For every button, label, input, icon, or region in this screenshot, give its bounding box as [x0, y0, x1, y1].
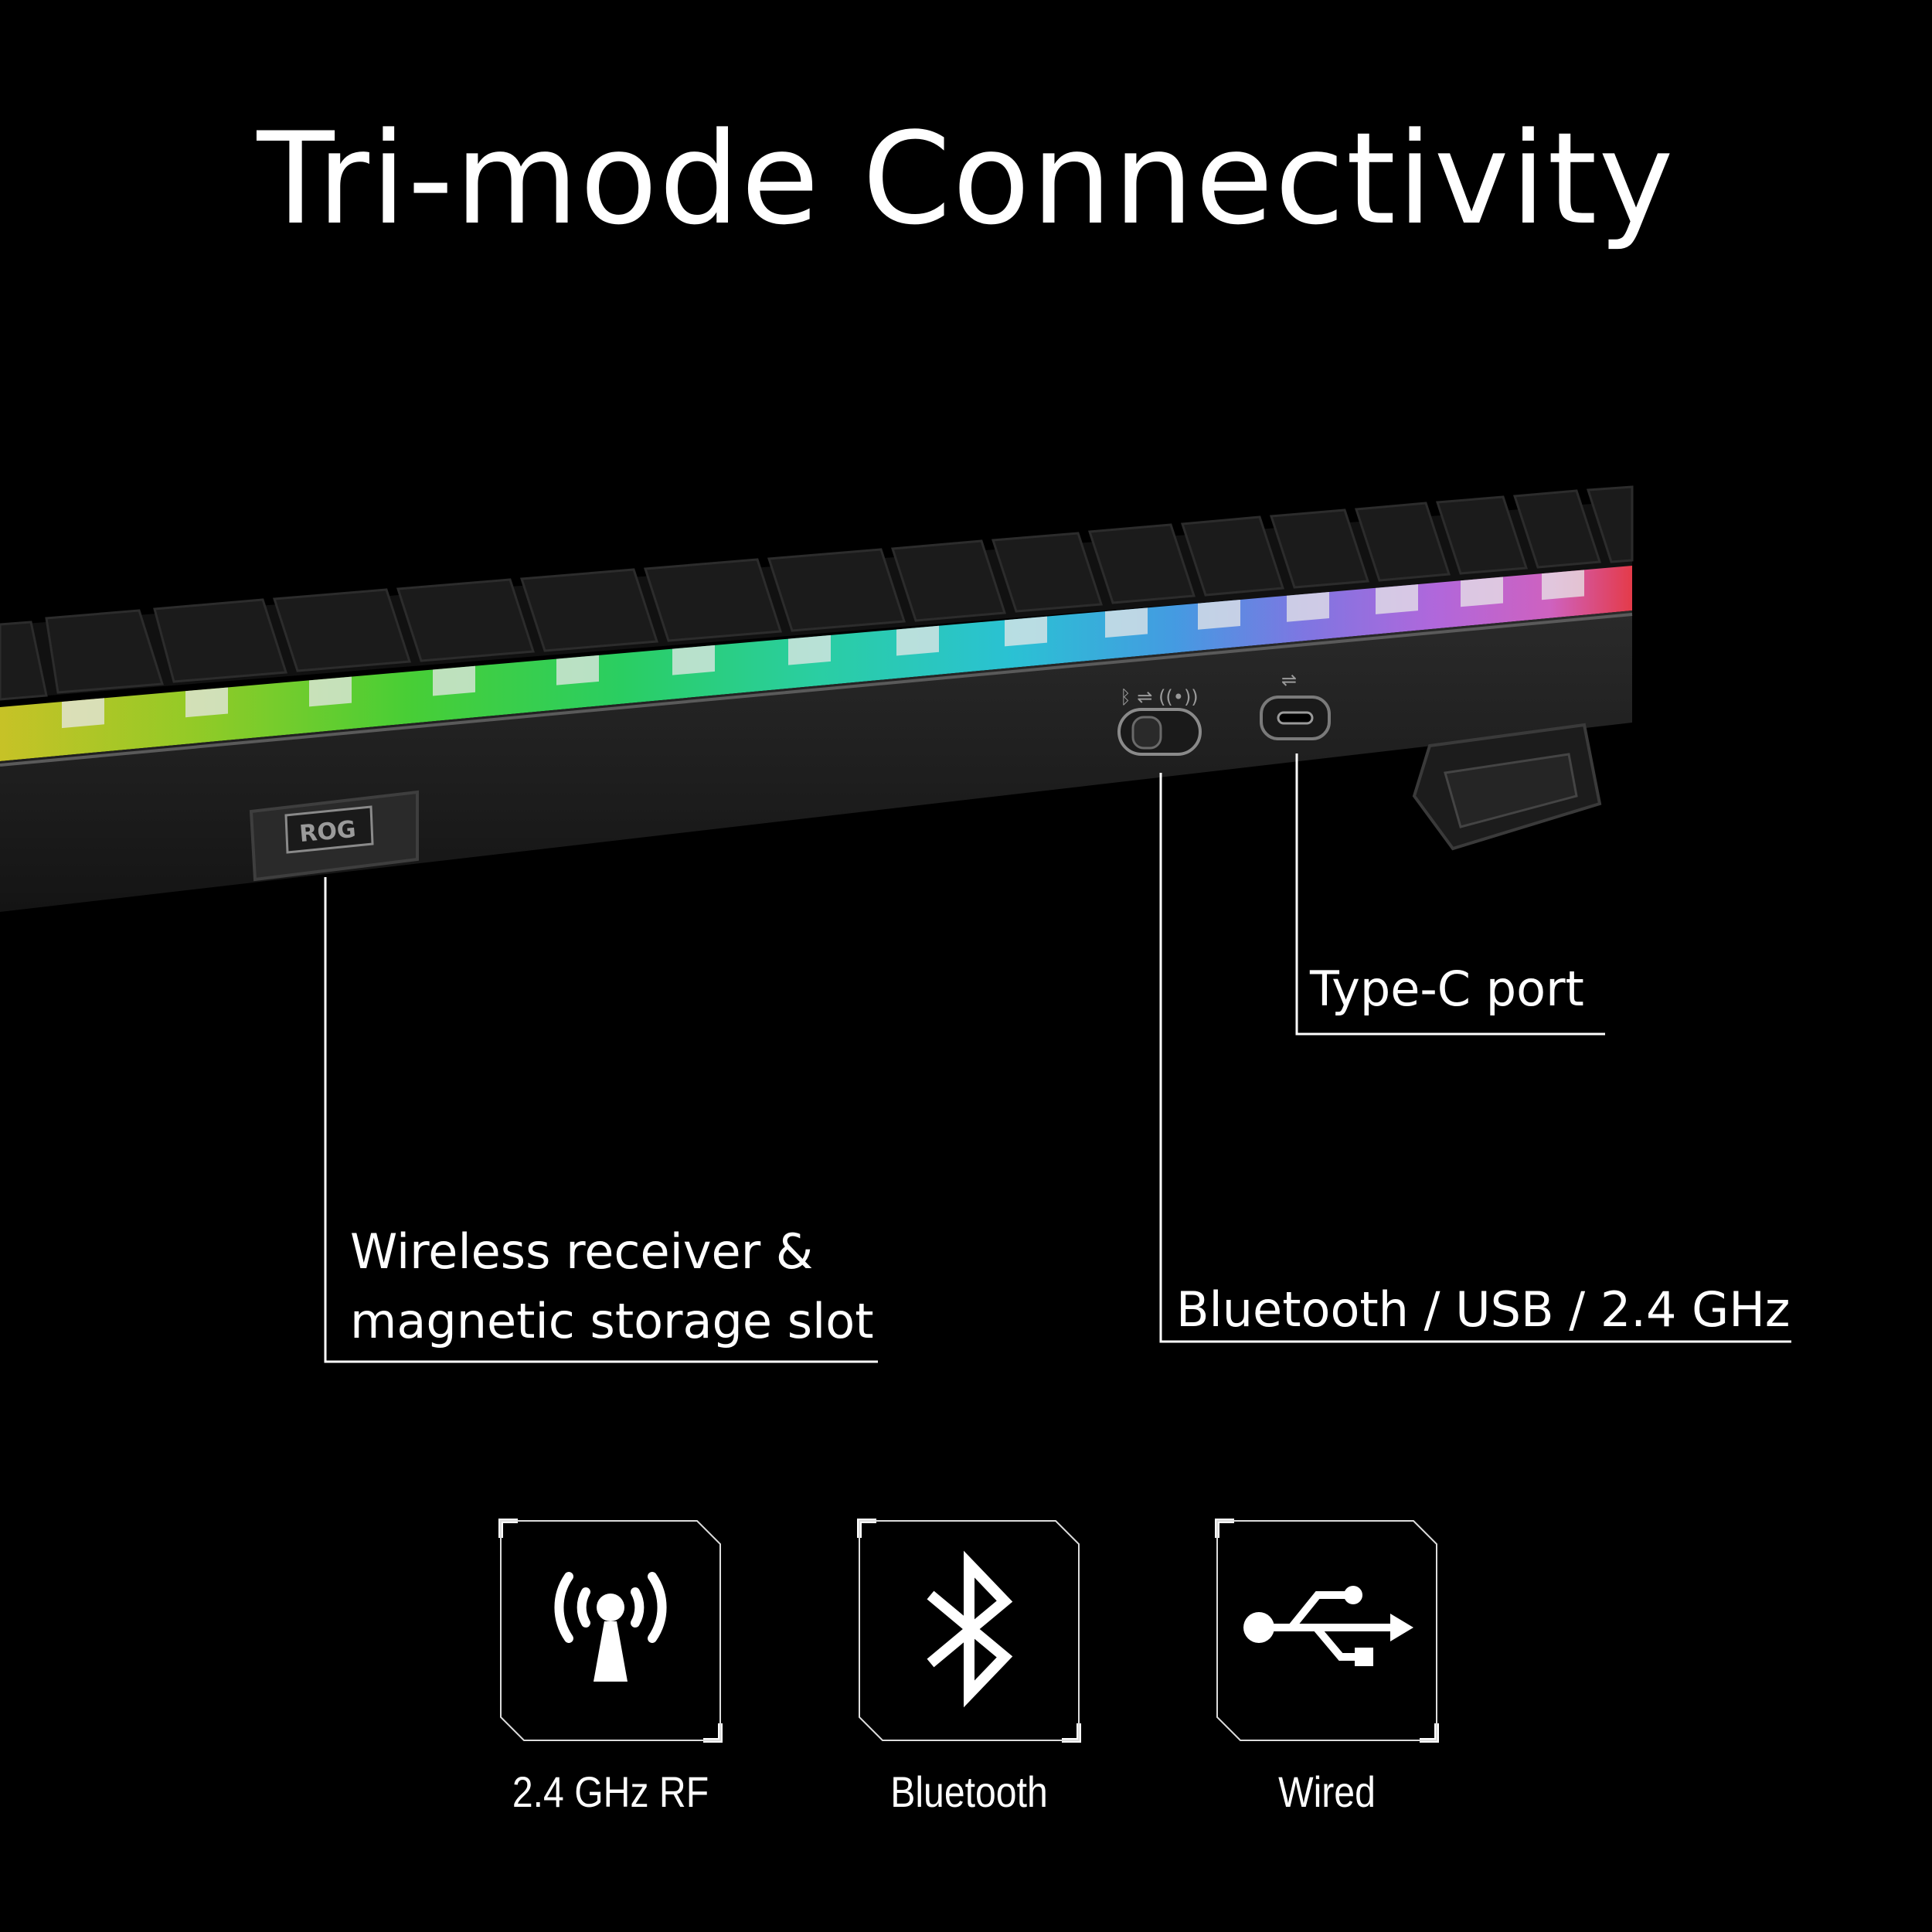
rog-logo-text: ROG — [298, 816, 357, 848]
receiver-slot-label: Wireless receiver & magnetic storage slo… — [350, 1217, 874, 1356]
keycaps — [0, 485, 1634, 701]
keyboard-foot — [1412, 723, 1602, 851]
page-title: Tri-mode Connectivity — [257, 105, 1675, 253]
type-c-port: ⇌ — [1260, 669, 1331, 740]
receiver-slot-label-line2: magnetic storage slot — [350, 1293, 874, 1349]
leader-line-receiver — [324, 877, 878, 1363]
mode-bluetooth: Bluetooth — [853, 1515, 1085, 1817]
switch-mode-icons: ᛒ ⇌ ((•)) — [1120, 686, 1198, 708]
mode-bluetooth-label: Bluetooth — [890, 1767, 1048, 1816]
bluetooth-icon — [857, 1519, 1081, 1743]
receiver-slot-label-line1: Wireless receiver & — [350, 1223, 814, 1280]
receiver-slot: ROG — [249, 790, 419, 882]
mode-wired-label: Wired — [1278, 1767, 1376, 1816]
mode-rf-label: 2.4 GHz RF — [512, 1767, 709, 1816]
leader-lines — [324, 753, 1791, 1363]
mode-wired: Wired — [1211, 1515, 1443, 1817]
leader-line-mode-switch — [1159, 773, 1791, 1343]
mode-rf: 2.4 GHz RF — [495, 1515, 726, 1817]
mode-switch: ᛒ ⇌ ((•)) — [1117, 686, 1202, 756]
antenna-signal-icon — [498, 1519, 723, 1743]
switch-stems — [62, 570, 1584, 729]
leader-line-type-c — [1295, 753, 1605, 1036]
mode-switch-label: Bluetooth / USB / 2.4 GHz — [1176, 1281, 1791, 1338]
port-usb-icon: ⇌ — [1281, 669, 1297, 691]
usb-icon — [1215, 1519, 1439, 1743]
type-c-port-label: Type-C port — [1310, 961, 1584, 1017]
